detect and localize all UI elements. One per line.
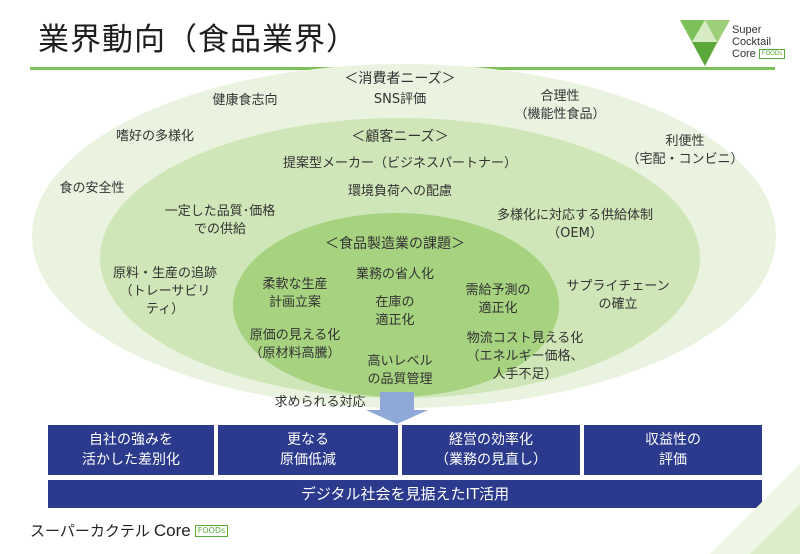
- cost-visibility-label: 原価の見える化 （原材料高騰）: [249, 328, 341, 361]
- green-triangle-mosaic-icon: [680, 20, 730, 66]
- footer-brand: スーパーカクテル Core FOODs: [30, 520, 229, 541]
- convenience-label: 利便性 （宅配・コンビニ）: [626, 134, 744, 167]
- inventory-label: 在庫の 適正化: [375, 295, 415, 328]
- down-arrow-icon: [366, 392, 428, 424]
- manufacturing-issues-heading: ＜食品製造業の課題＞: [325, 236, 465, 252]
- logistics-cost-label: 物流コスト見える化 （エネルギー価格、 人手不足）: [466, 331, 584, 382]
- footer-brand-core: Core: [153, 520, 191, 540]
- forecast-label: 需給予測の 適正化: [465, 283, 531, 316]
- customer-needs-heading: ＜顧客ニーズ＞: [351, 129, 449, 145]
- flexible-planning-label: 柔軟な生産 計画立案: [262, 277, 328, 310]
- response-differentiation: 自社の強みを 活かした差別化: [48, 425, 214, 475]
- quality-price-label: 一定した品質･価格 での供給: [164, 204, 276, 237]
- footer-brand-name: スーパーカクテル: [30, 523, 150, 540]
- diverse-supply-label: 多様化に対応する供給体制 （OEM）: [496, 208, 653, 241]
- safety-label: 食の安全性: [59, 181, 125, 196]
- corner-decoration: [710, 464, 800, 554]
- manufacturing-issues-ellipse: [233, 213, 559, 397]
- high-quality-label: 高いレベル の品質管理: [367, 354, 433, 387]
- sns-label: SNS評価: [373, 92, 427, 107]
- traceability-label: 原料・生産の追跡 （トレーサビリ ティ）: [112, 266, 217, 317]
- brand-logo: Super Cocktail Core FOODs: [680, 20, 790, 66]
- supply-chain-label: サプライチェーン の確立: [566, 279, 670, 312]
- digital-it-bar: デジタル社会を見据えたIT活用: [48, 480, 762, 508]
- response-efficiency: 経営の効率化 （業務の見直し）: [402, 425, 580, 475]
- consumer-needs-heading: ＜消費者ニーズ＞: [344, 71, 456, 87]
- logo-line-3: Core: [732, 48, 756, 60]
- rational-label: 合理性 （機能性食品）: [514, 89, 606, 122]
- footer-badge: FOODs: [194, 524, 229, 537]
- taste-label: 嗜好の多様化: [115, 129, 194, 144]
- arrow-label: 求められる対応: [274, 395, 366, 410]
- page-title: 業界動向（食品業界）: [38, 22, 358, 58]
- labor-saving-label: 業務の省人化: [355, 267, 434, 282]
- response-cost-reduction: 更なる 原価低減: [218, 425, 398, 475]
- proposal-maker-label: 提案型メーカー（ビジネスパートナー）: [282, 156, 517, 171]
- logo-line-1: Super: [732, 24, 762, 36]
- health-label: 健康食志向: [212, 93, 278, 108]
- response-profitability: 収益性の 評価: [584, 425, 762, 475]
- logo-badge: FOODs: [758, 49, 786, 60]
- logo-line-2: Cocktail: [732, 36, 772, 48]
- environment-label: 環境負荷への配慮: [347, 184, 452, 199]
